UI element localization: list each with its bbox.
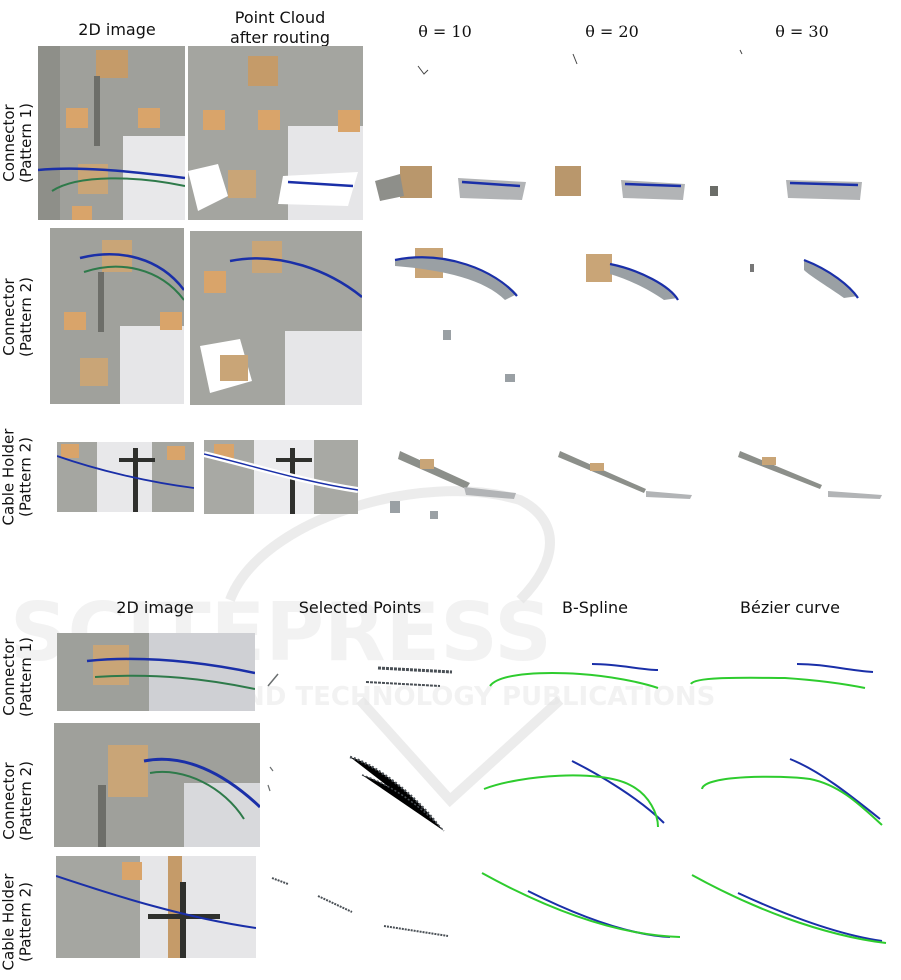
photo-connector-pattern2	[50, 228, 184, 404]
cloud-row2-theta10	[385, 230, 535, 400]
cloud-row2-theta30	[740, 230, 870, 400]
bottom-row-label-3: Cable Holder(Pattern 2)	[1, 865, 35, 980]
photo-connector-pattern1	[38, 46, 185, 220]
header-b-spline: B-Spline	[545, 598, 645, 617]
bspline-row1	[480, 650, 680, 700]
bezier-row3	[690, 865, 890, 945]
cloud-row3-theta10	[380, 435, 540, 525]
header-bezier-curve: Bézier curve	[735, 598, 845, 617]
photo-bottom-cable-holder-pattern2	[56, 856, 256, 958]
photo-cable-holder-pattern2-cloud	[204, 440, 358, 514]
header-selected-points: Selected Points	[290, 598, 430, 617]
photo-cable-holder-pattern2	[57, 442, 194, 512]
header-2d-image-bottom: 2D image	[105, 598, 205, 617]
selected-points-row2	[262, 745, 462, 855]
top-row-label-3: Cable Holder(Pattern 2)	[1, 420, 35, 535]
cloud-row1-theta20	[535, 46, 695, 220]
header-point-cloud-l1: Point Cloud	[200, 8, 360, 27]
header-theta-20: θ = 20	[567, 22, 657, 41]
cloud-row1-theta10	[370, 46, 530, 220]
cloud-row1-theta30	[700, 46, 870, 220]
bspline-row2	[480, 755, 680, 830]
selected-points-row3	[262, 870, 462, 950]
top-row-label-2: Connector(Pattern 2)	[1, 267, 35, 367]
cloud-row2-theta20	[560, 230, 690, 400]
header-2d-image-top: 2D image	[70, 20, 164, 39]
cloud-row3-theta30	[730, 435, 890, 525]
selected-points-row1	[262, 640, 462, 710]
photo-bottom-connector-pattern2	[54, 723, 260, 847]
cloud-row3-theta20	[550, 435, 710, 525]
bspline-row3	[480, 865, 680, 945]
bezier-row1	[685, 650, 885, 700]
photo-bottom-connector-pattern1	[57, 633, 255, 711]
bottom-row-label-2: Connector(Pattern 2)	[1, 751, 35, 851]
header-theta-10: θ = 10	[400, 22, 490, 41]
photo-connector-pattern1-cloud	[188, 46, 363, 220]
bezier-row2	[690, 755, 890, 830]
header-theta-30: θ = 30	[757, 22, 847, 41]
top-row-label-1: Connector(Pattern 1)	[1, 93, 35, 193]
header-point-cloud-l2: after routing	[200, 28, 360, 47]
photo-connector-pattern2-cloud	[190, 231, 362, 405]
bottom-row-label-1: Connector(Pattern 1)	[1, 627, 35, 727]
